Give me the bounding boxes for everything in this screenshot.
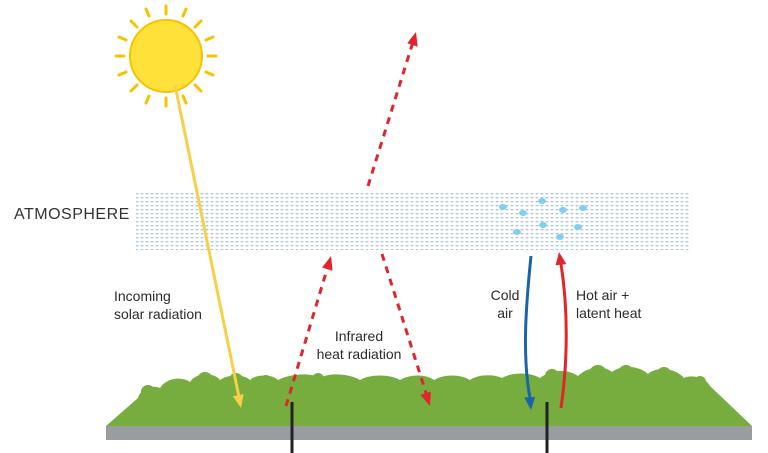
hot-air-label: Hot air + latent heat bbox=[576, 286, 641, 322]
atmosphere-label: ATMOSPHERE bbox=[14, 206, 130, 223]
infrared-heat-label: Infrared heat radiation bbox=[309, 327, 409, 363]
infrared-downward-arrow bbox=[380, 253, 431, 406]
grass-bumps bbox=[141, 365, 706, 399]
infrared-heat-label-line2: heat radiation bbox=[316, 346, 402, 362]
ground bbox=[106, 426, 752, 440]
infrared-upward-arrow bbox=[284, 256, 333, 407]
infrared-heat-label-line1: Infrared bbox=[334, 328, 384, 344]
cold-air-label-line1: Cold bbox=[490, 287, 520, 303]
hot-air-label-line2: latent heat bbox=[576, 305, 642, 321]
hot-air-arrow bbox=[555, 252, 568, 409]
incoming-solar-label-line2: solar radiation bbox=[114, 306, 202, 322]
sun-icon bbox=[114, 4, 218, 108]
cold-air-label-line2: air bbox=[497, 305, 513, 321]
cold-air-label: Cold air bbox=[484, 286, 526, 322]
cold-air-arrow bbox=[523, 255, 536, 410]
hot-air-label-line1: Hot air + bbox=[576, 287, 630, 303]
atmosphere-band bbox=[136, 192, 690, 250]
incoming-solar-label-line1: Incoming bbox=[114, 288, 171, 304]
solar-radiation-arrow bbox=[173, 84, 244, 408]
water-droplets bbox=[499, 198, 587, 240]
incoming-solar-label: Incoming solar radiation bbox=[114, 287, 202, 323]
infrared-escape-arrow bbox=[366, 32, 418, 187]
